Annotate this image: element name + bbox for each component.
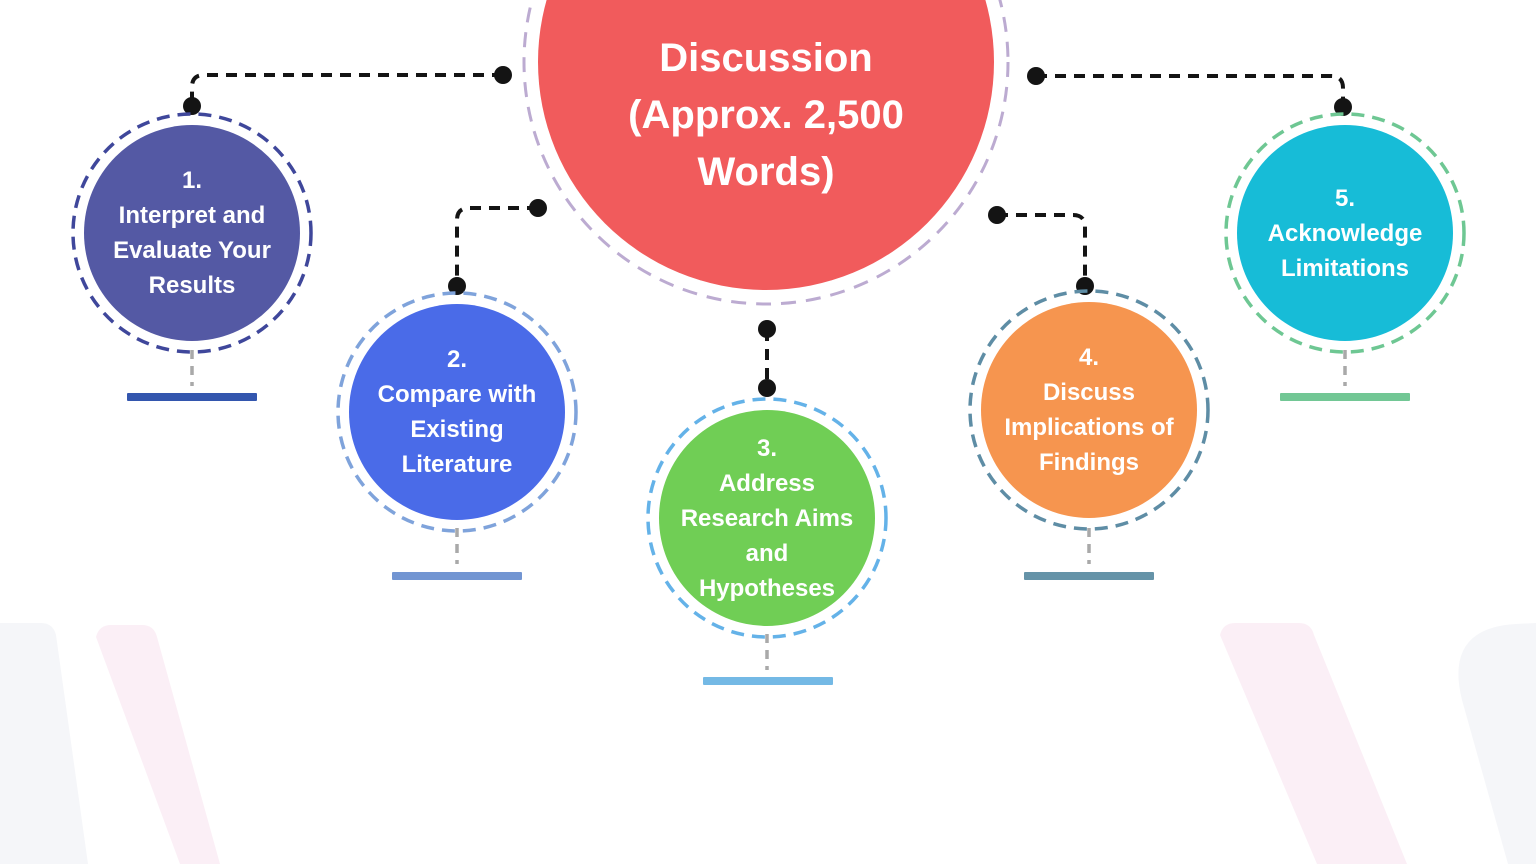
bg-shape-left-pink (96, 625, 220, 864)
connector-dot (1334, 98, 1352, 116)
node-1-circle (84, 125, 300, 341)
connector-dot (448, 277, 466, 295)
connector-dot (494, 66, 512, 84)
connector-dot (988, 206, 1006, 224)
connector-line-1 (190, 73, 503, 100)
node-4-bar (1024, 572, 1154, 580)
node-5-ring (1224, 112, 1466, 354)
node-2-bar (392, 572, 522, 580)
connector-line-4 (997, 213, 1087, 280)
node-2-circle (349, 304, 565, 520)
node-3-bar (703, 677, 833, 685)
connector-line-2 (455, 206, 538, 280)
connector-dot (758, 320, 776, 338)
node-3-ring (646, 397, 888, 639)
node-4-circle (981, 302, 1197, 518)
node-1-ring (71, 112, 313, 354)
node-5-bar (1280, 393, 1410, 401)
node-1-bar (127, 393, 257, 401)
connector-dot (529, 199, 547, 217)
connector-line-5 (1036, 74, 1345, 101)
bg-shape-right-gray (1458, 623, 1536, 864)
node-2-ring (336, 291, 578, 533)
connector-dot (758, 379, 776, 397)
connector-dot (1027, 67, 1045, 85)
center-circle (538, 0, 994, 290)
connector-dot (183, 97, 201, 115)
node-4-ring (968, 289, 1210, 531)
bg-shape-left-gray (0, 623, 88, 864)
bg-shape-right-pink (1220, 623, 1407, 864)
node-3-circle (659, 410, 875, 626)
center-ring (522, 0, 1010, 306)
node-5-circle (1237, 125, 1453, 341)
